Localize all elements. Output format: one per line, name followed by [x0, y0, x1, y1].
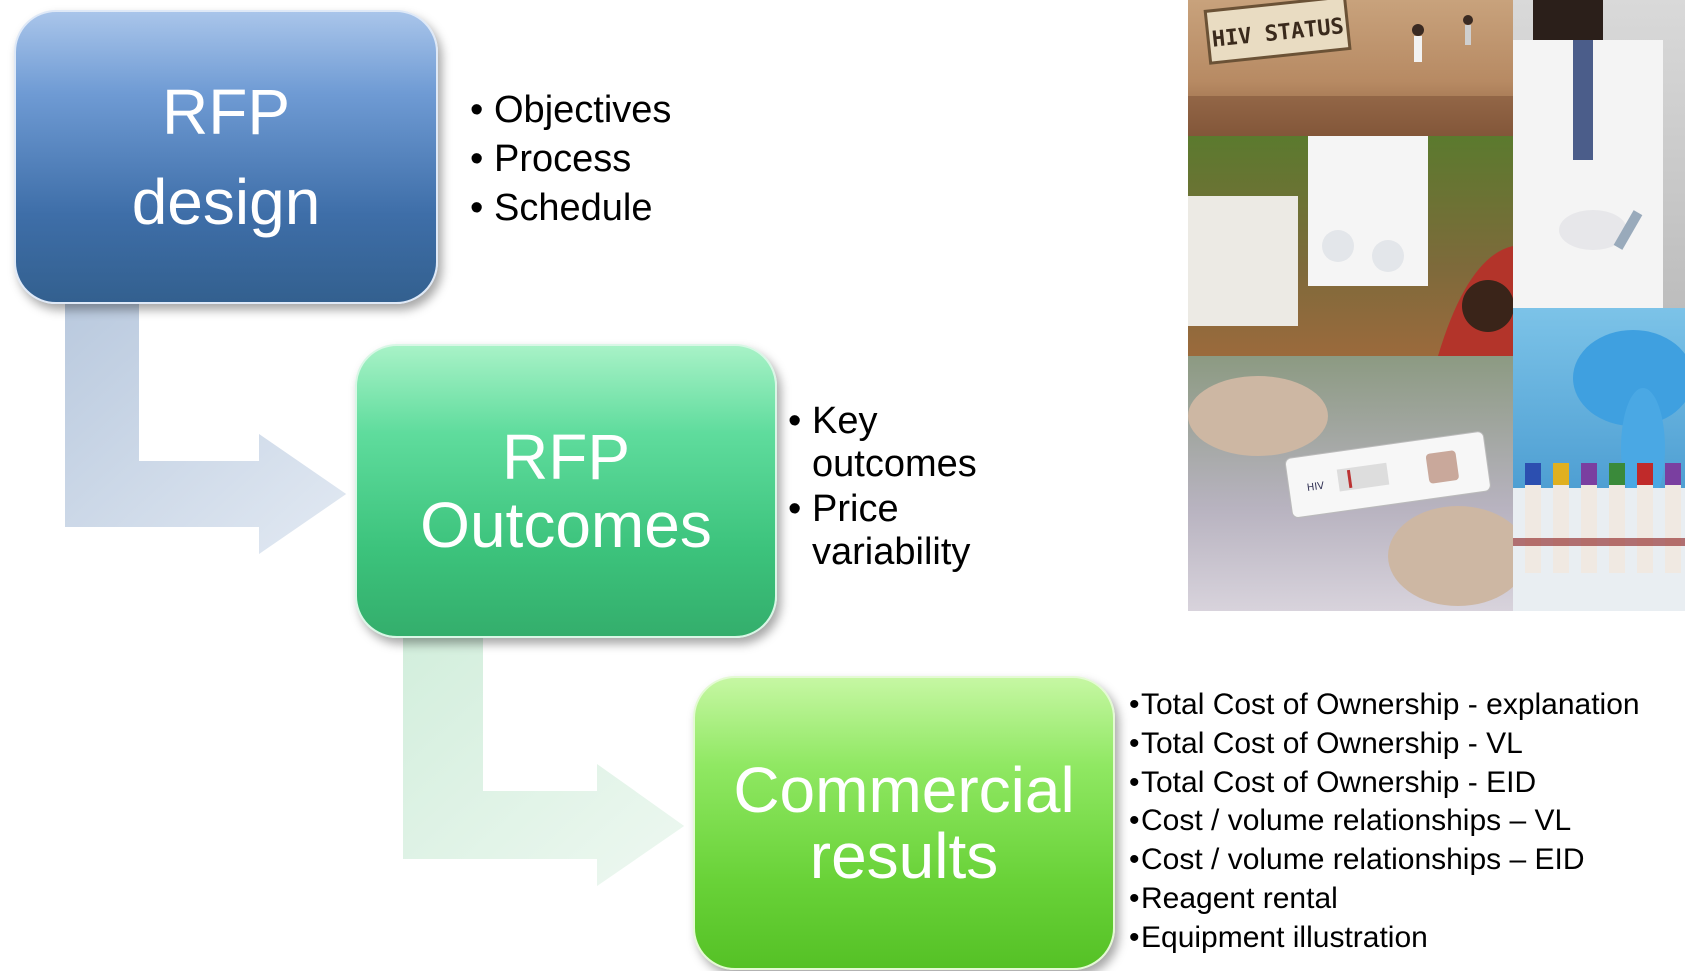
- bullet-item: Total Cost of Ownership - explanation: [1129, 686, 1640, 725]
- bullet-item: Total Cost of Ownership - EID: [1129, 764, 1640, 803]
- bullet-item: Total Cost of Ownership - VL: [1129, 725, 1640, 764]
- bullet-item: Schedule: [470, 184, 671, 233]
- arrow-outcomes-to-results: [401, 633, 688, 890]
- step-title-line-1: Commercial: [733, 754, 1075, 826]
- step-rfp-design-box: RFP design: [14, 10, 438, 304]
- step-title-line-1: RFP: [162, 76, 290, 148]
- bullet-item: Equipment illustration: [1129, 919, 1640, 958]
- step-title-line-2: Outcomes: [420, 489, 712, 561]
- bullet-item: Key outcomes: [788, 400, 1008, 486]
- bullet-item: Process: [470, 135, 671, 184]
- photo-collage: HIV STATUS: [1188, 0, 1685, 611]
- step-rfp-outcomes-box: RFP Outcomes: [355, 344, 777, 638]
- bullet-item: Price variability: [788, 488, 1008, 574]
- photo-rapid-test-strip: HIV: [1188, 356, 1513, 611]
- step-title-line-2: design: [131, 166, 321, 238]
- photo-hiv-status-sign: HIV STATUS: [1188, 0, 1513, 136]
- step-title-line-1: RFP: [502, 421, 630, 493]
- step-commercial-results-box: Commercial results: [693, 676, 1115, 970]
- rfp-design-bullets: Objectives Process Schedule: [470, 86, 671, 233]
- commercial-results-bullets: Total Cost of Ownership - explanation To…: [1129, 686, 1640, 958]
- bullet-item: Reagent rental: [1129, 880, 1640, 919]
- strip-text: HIV: [1306, 481, 1325, 494]
- photo-blue-glove-sample: [1513, 308, 1685, 611]
- bullet-item: Cost / volume relationships – VL: [1129, 802, 1640, 841]
- bullet-item: Objectives: [470, 86, 671, 135]
- photo-field-testing: [1188, 136, 1513, 356]
- step-title-line-2: results: [809, 820, 999, 892]
- bullet-item: Cost / volume relationships – EID: [1129, 841, 1640, 880]
- photo-lab-technician: [1513, 0, 1685, 308]
- arrow-design-to-outcomes: [63, 299, 350, 558]
- rfp-outcomes-bullets: Key outcomes Price variability: [788, 400, 1008, 576]
